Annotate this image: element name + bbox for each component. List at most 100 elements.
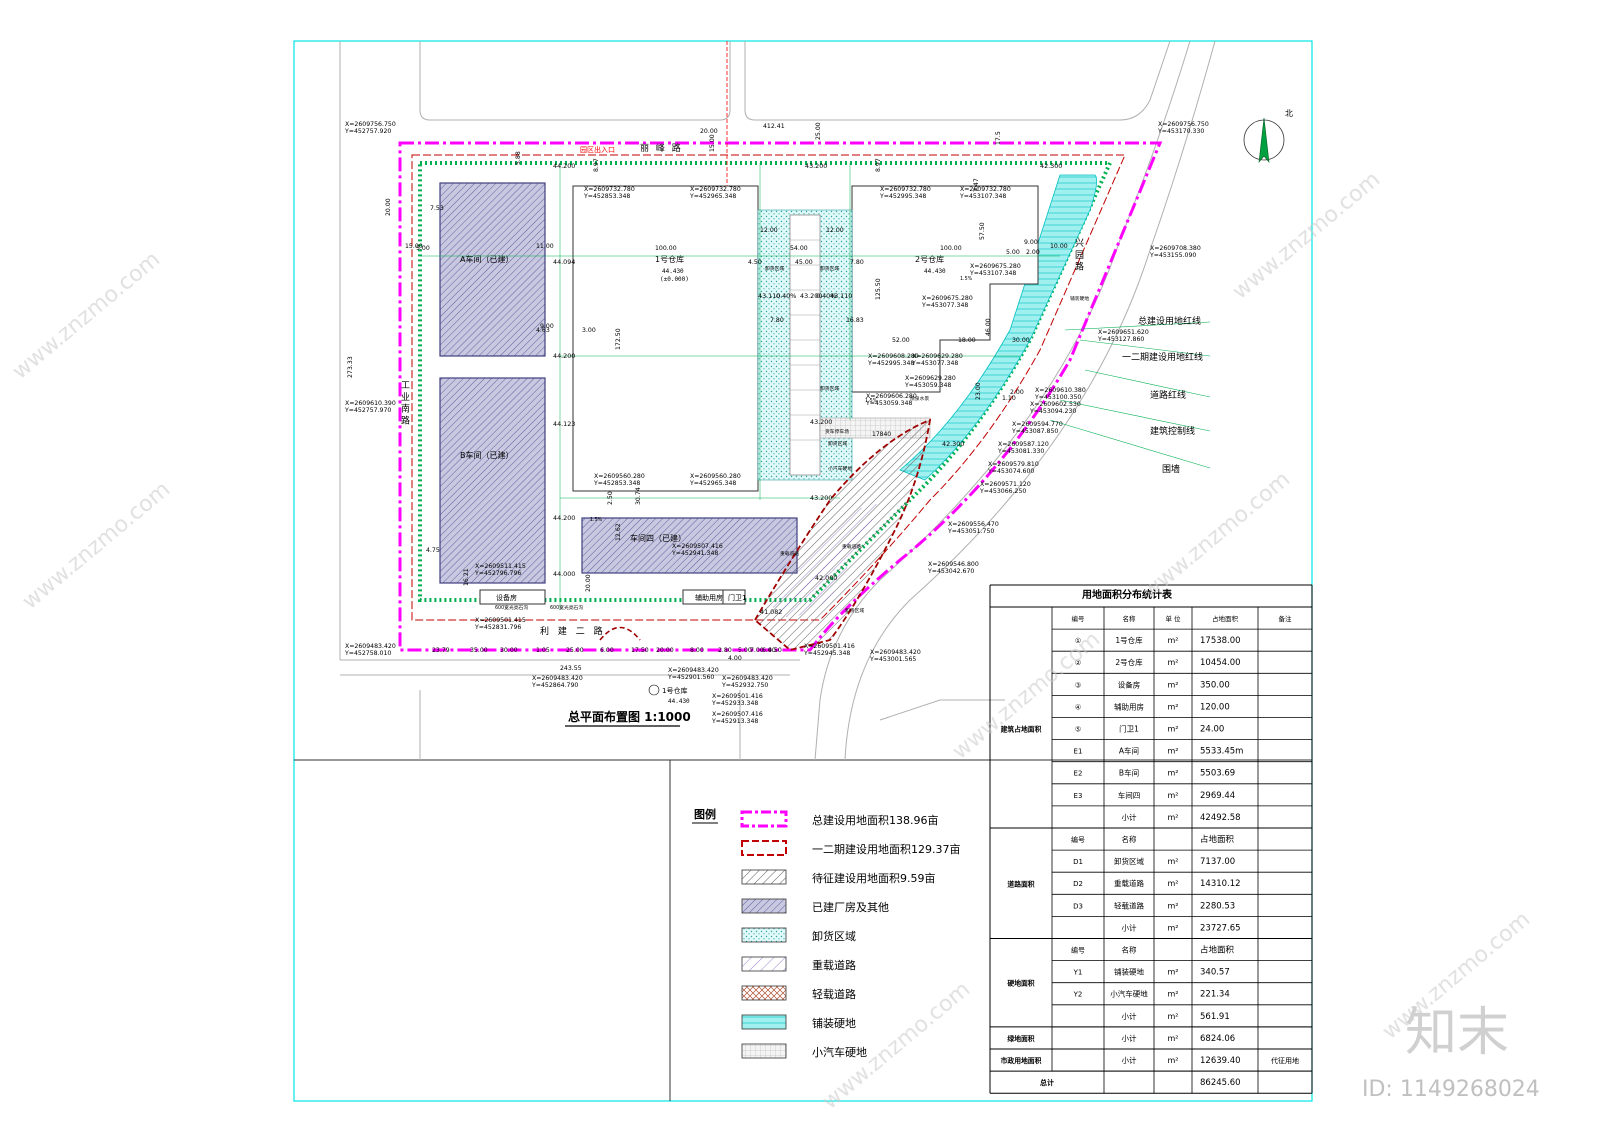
legend-label: 一二期建设用地面积129.37亩 — [812, 842, 961, 856]
table-cell-name: 小计 — [1122, 1011, 1138, 1021]
coord-y: Y=452853.348 — [593, 480, 640, 487]
road-right-label: 兴 园 路 — [1073, 238, 1084, 272]
table-header: 占地面积 — [1212, 614, 1239, 623]
coord-x: X=2609511.415 — [475, 563, 526, 570]
coord-x: X=2609756.750 — [345, 121, 396, 128]
dimension-value: 7.00 — [750, 647, 764, 654]
coord-y: Y=453042.670 — [927, 568, 974, 575]
drawing-frame — [293, 40, 1313, 1102]
workshop-a-label: A车间（已建） — [460, 254, 513, 264]
warehouse-1-elev: 44.430 — [662, 268, 684, 275]
table-title: 用地面积分布统计表 — [1081, 588, 1173, 601]
area-label: 1.5% — [865, 398, 878, 404]
workshop-four: 车间四（已建） — [581, 517, 798, 574]
dimension-value: 1.05 — [536, 647, 550, 654]
table-cell-no: 编号 — [1071, 835, 1085, 844]
elevation-value: 41.082 — [760, 608, 782, 616]
coord-y: Y=452965.348 — [689, 193, 736, 200]
dimension-value: 7.53 — [430, 205, 444, 212]
dimension-value: 20.00 — [700, 128, 718, 135]
area-label: 卸货区域 — [845, 607, 864, 614]
dimension-value: 45.00 — [795, 259, 813, 266]
dimension-value: 3.00 — [582, 327, 596, 334]
dimension-value: 12.62 — [615, 523, 622, 541]
table-cell-no: ③ — [1075, 681, 1081, 689]
table-cell-no: 编号 — [1071, 946, 1085, 955]
table-group-name: 建筑占地面积 — [1000, 725, 1042, 734]
table-cell-area: 340.57 — [1200, 968, 1230, 978]
dimension-value: 25.00 — [566, 647, 584, 654]
warehouse-1-elev-note: 1号仓库 44.430 — [648, 684, 690, 705]
table-header: 编号 — [1072, 614, 1086, 623]
coord-x: X=2609594.770 — [1012, 421, 1063, 428]
table-cell-name: B车间 — [1119, 768, 1139, 778]
table-cell-area: 5533.45m — [1200, 747, 1243, 757]
dimension-value: 273.33 — [347, 356, 354, 378]
area-label: 重载道路 — [842, 543, 861, 550]
dimension-value: 11.00 — [536, 243, 554, 250]
table-cell-name: 小计 — [1122, 922, 1138, 932]
coord-y: Y=452995.348 — [867, 360, 914, 367]
elevation-value: 44.200 — [553, 514, 575, 522]
table-header: 单 位 — [1165, 614, 1181, 623]
coord-x: X=2609756.750 — [1158, 121, 1209, 128]
dimension-value: 54.00 — [790, 245, 808, 252]
dimension-value: 4.63 — [536, 327, 550, 334]
table-cell-name: 辅助用房 — [1114, 701, 1144, 711]
warehouse-2: 2号仓库 44.430 — [851, 185, 1039, 393]
elevation-value: 43.200 — [805, 162, 827, 170]
elevation-value: 44.200 — [553, 162, 575, 170]
table-cell-name: 卸货区域 — [1114, 856, 1144, 866]
gatehouse: 门卫1 — [722, 589, 746, 605]
table-cell-unit: m² — [1168, 658, 1179, 667]
table-cell-area: 221.34 — [1200, 990, 1230, 1000]
workshop-four-label: 车间四（已建） — [630, 533, 686, 543]
coord-y: Y=453059.348 — [904, 382, 951, 389]
table-cell-area: 7137.00 — [1200, 857, 1235, 867]
legend-swatch-total — [740, 810, 788, 828]
road-network — [339, 40, 1216, 761]
table-cell-area: 350.00 — [1200, 680, 1230, 690]
callout-total-redline: 总建设用地红线 — [1138, 315, 1201, 327]
coord-y: Y=453059.348 — [865, 400, 912, 407]
table-cell-unit: m² — [1168, 990, 1179, 999]
coord-y: Y=452757.970 — [344, 407, 391, 414]
coord-y: Y=452933.348 — [711, 700, 758, 707]
truck-parking — [819, 417, 931, 439]
dimension-value: 5.88 — [515, 151, 522, 165]
elevation-value: 43.200 — [800, 292, 822, 300]
table-cell-name: 重载道路 — [1114, 878, 1144, 888]
area-label: 喷泉水景 — [910, 395, 929, 402]
coord-y: Y=453107.348 — [969, 270, 1016, 277]
table-cell-name: 轻载道路 — [1114, 900, 1144, 910]
coord-x: X=2609556.470 — [948, 521, 999, 528]
dimension-value: 12.00 — [760, 227, 778, 234]
table-group-name: 道路面积 — [1007, 879, 1034, 888]
table-cell-unit: m² — [1168, 769, 1179, 778]
dimension-value: 12.00 — [826, 227, 844, 234]
table-cell-area: 23727.65 — [1200, 923, 1241, 933]
road-left-label: 工 业 南 路 — [399, 380, 410, 426]
coord-x: X=2609610.390 — [345, 400, 396, 407]
dimension-value: 243.55 — [560, 665, 582, 672]
callout-phase-redline: 一二期建设用地红线 — [1122, 351, 1203, 363]
table-cell-no: E3 — [1074, 792, 1083, 800]
coord-x: X=2609560.280 — [690, 473, 741, 480]
table-cell-unit: m² — [1168, 857, 1179, 866]
table-cell-name: 2号仓库 — [1115, 657, 1143, 667]
coord-x: X=2609606.280 — [866, 393, 917, 400]
table-cell-unit: m² — [1168, 702, 1179, 711]
coord-y: Y=453127.860 — [1097, 336, 1144, 343]
table-cell-no: D3 — [1073, 902, 1083, 910]
dimension-value: 17.5 — [995, 131, 1002, 145]
table-group-name: 市政用地面积 — [1001, 1056, 1042, 1065]
coord-y: Y=452995.348 — [879, 193, 926, 200]
elevation-value: 0.40% — [816, 292, 836, 300]
coord-y: Y=452853.348 — [583, 193, 630, 200]
workshop-b-label: B车间（已建） — [460, 450, 514, 460]
table-cell-unit: m² — [1168, 923, 1179, 932]
aux-room: 辅助用房 — [682, 589, 724, 605]
table-cell-unit: m² — [1168, 636, 1179, 645]
